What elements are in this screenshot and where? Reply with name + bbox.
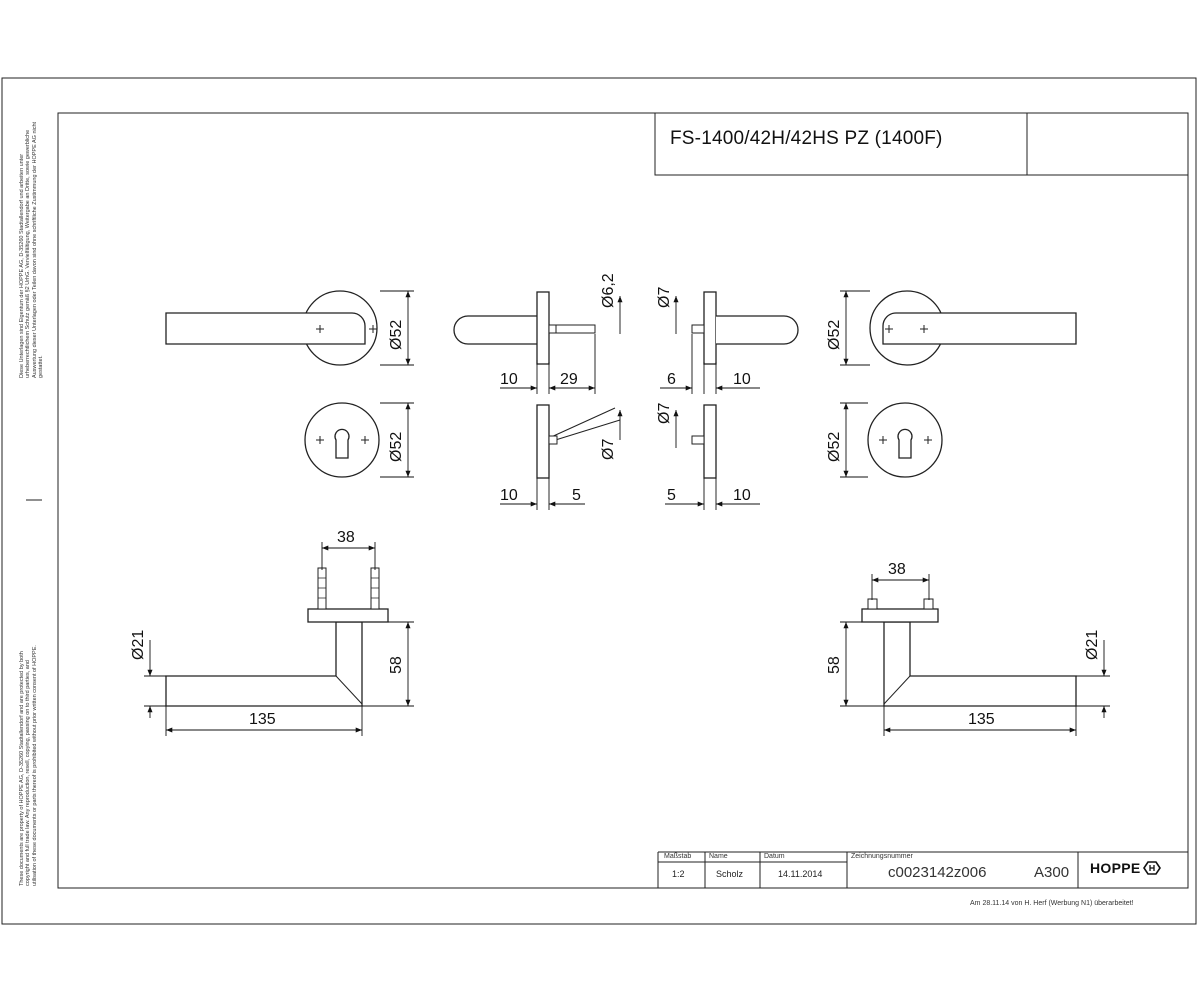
rose-side-left [536, 404, 621, 479]
date-label: Datum [764, 853, 785, 860]
dim-d52-mid-left: Ø52 [388, 432, 405, 462]
date-value: 14.11.2014 [778, 869, 823, 879]
key-rose-left [304, 402, 380, 478]
lever-side-left [453, 291, 596, 365]
sheet-format: A300 [1034, 864, 1070, 881]
copyright-note-en: These documents are property of HOPPE AG… [19, 645, 38, 886]
hoppe-logo-text: HOPPE [1090, 860, 1141, 876]
dim-5-right: 5 [667, 487, 676, 504]
scale-label: Maßstab [664, 853, 692, 860]
dim-d52-top-right: Ø52 [826, 320, 843, 350]
rose-side-right [691, 404, 717, 479]
hoppe-logo-icon [1142, 861, 1161, 875]
dim-5-left: 5 [572, 487, 581, 504]
dim-10-mid-left: 10 [500, 487, 518, 504]
dim-10-top-right: 10 [733, 371, 751, 388]
hoppe-logo: HOPPE [1090, 860, 1161, 876]
key-rose-right [867, 402, 943, 478]
sheet-border [1, 77, 1197, 925]
dim-135-left: 135 [249, 711, 276, 728]
dim-38-left: 38 [337, 529, 355, 546]
lever-plan-right [861, 598, 1077, 707]
lever-plan-left [165, 567, 389, 707]
dim-6: 6 [667, 371, 676, 388]
copyright-note-de: Diese Unterlagen sind Eigentum der HOPPE… [19, 121, 44, 378]
dim-58-left: 58 [388, 656, 405, 674]
drawing-frame [57, 112, 1189, 889]
drawing-number: c0023142z006 [888, 864, 987, 881]
dim-d52-top-left: Ø52 [388, 320, 405, 350]
dim-d21-left: Ø21 [130, 630, 147, 660]
revision-note: Am 28.11.14 von H. Herf (Werbung N1) übe… [970, 900, 1134, 907]
dim-d7-mid-right: Ø7 [656, 403, 673, 424]
dim-135-right: 135 [968, 711, 995, 728]
dim-d7-top: Ø7 [656, 287, 673, 308]
name-value: Scholz [716, 869, 744, 879]
lever-front-right [869, 290, 1077, 366]
scale-value: 1:2 [672, 869, 685, 879]
lever-side-right [691, 291, 799, 365]
title-box [654, 112, 1189, 176]
dim-10-top-left: 10 [500, 371, 518, 388]
dim-58-right: 58 [826, 656, 843, 674]
name-label: Name [709, 853, 728, 860]
drawing-number-label: Zeichnungsnummer [851, 853, 913, 860]
dim-d62: Ø6,2 [600, 273, 617, 308]
dim-29: 29 [560, 371, 578, 388]
lever-front-left [165, 290, 378, 366]
dim-38-right: 38 [888, 561, 906, 578]
dim-10-mid-right: 10 [733, 487, 751, 504]
dim-d52-mid-right: Ø52 [826, 432, 843, 462]
dim-d7-mid-left: Ø7 [600, 439, 617, 460]
title-block-grid [657, 851, 1188, 888]
drawing-title: FS-1400/42H/42HS PZ (1400F) [670, 128, 943, 149]
dim-d21-right: Ø21 [1084, 630, 1101, 660]
